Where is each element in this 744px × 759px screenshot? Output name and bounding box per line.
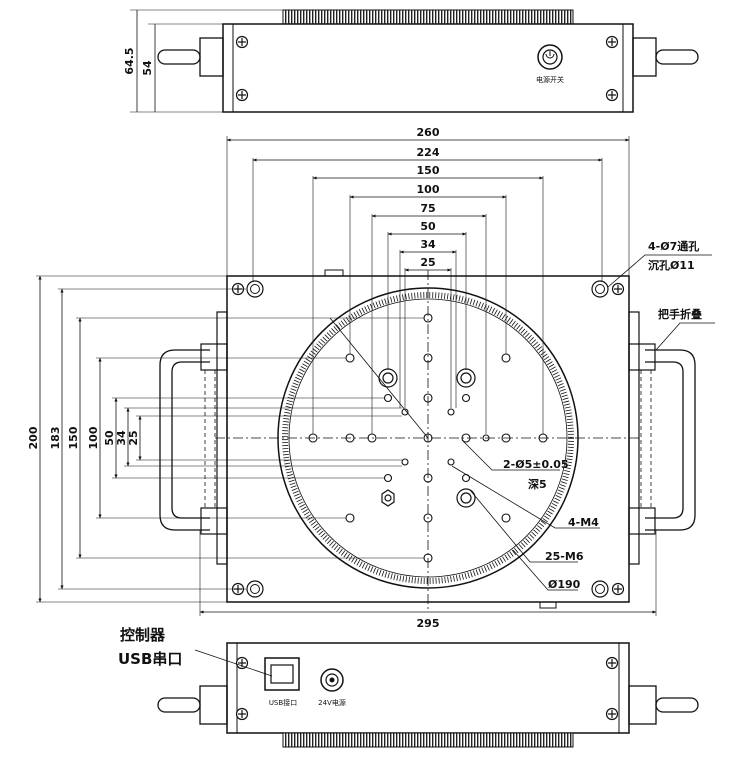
dim-224: 224 [417, 146, 440, 159]
power-port-label: 24V电源 [318, 698, 346, 707]
callout-m4: 4-M4 [568, 516, 599, 529]
dim-25: 25 [127, 430, 140, 445]
dim-295: 295 [417, 617, 440, 630]
dim-54: 54 [141, 60, 154, 76]
controller-label: 控制器 [120, 626, 166, 644]
top-knurl-strip [282, 9, 574, 25]
dim-100: 100 [417, 183, 440, 196]
callout-diameter: Ø190 [548, 578, 581, 591]
power-switch-icon[interactable] [537, 44, 563, 70]
height-dimension-labels: 200 183 150 100 50 34 25 [27, 426, 140, 449]
left-folded-handle [159, 349, 210, 531]
dim-34: 34 [420, 238, 436, 251]
width-dimension-labels: 260 224 150 100 75 50 34 25 [417, 126, 440, 269]
left-handle-bar [157, 49, 201, 65]
screw-icon [605, 35, 619, 49]
callout-m6: 25-M6 [545, 550, 584, 563]
power-switch-label: 电源开关 [536, 75, 564, 84]
dim-64-5: 64.5 [123, 47, 136, 74]
right-folded-handle [645, 349, 696, 531]
right-handle-block [632, 37, 657, 77]
dim-25: 25 [420, 256, 435, 269]
screw-icon [605, 88, 619, 102]
dim-50: 50 [420, 220, 436, 233]
top-view [130, 9, 699, 113]
dim-50: 50 [103, 430, 116, 446]
dim-200: 200 [27, 426, 40, 449]
plan-view [36, 136, 715, 616]
screw-icon [235, 88, 249, 102]
dim-75: 75 [420, 202, 435, 215]
screw-icon [235, 35, 249, 49]
callout-pin-hole: 2-Ø5±0.05 [503, 458, 569, 471]
callout-handle-fold: 把手折叠 [658, 307, 702, 321]
bottom-knurl-strip [282, 732, 574, 748]
usb-serial-label: USB串口 [118, 650, 182, 668]
right-handle-bar [655, 49, 699, 65]
power-jack-icon[interactable] [320, 668, 344, 692]
dim-260: 260 [417, 126, 440, 139]
callout-through-hole: 4-Ø7通孔 [648, 240, 699, 253]
dim-150: 150 [67, 426, 80, 449]
dim-34: 34 [115, 430, 128, 446]
dim-150: 150 [417, 164, 440, 177]
left-handle-block [199, 37, 224, 77]
callout-counterbore: 沉孔Ø11 [648, 258, 695, 272]
dim-100: 100 [87, 426, 100, 449]
dim-183: 183 [49, 427, 62, 450]
bottom-housing [226, 642, 630, 734]
usb-port-label: USB接口 [269, 698, 297, 707]
usb-port-icon[interactable] [264, 657, 300, 691]
top-housing [222, 23, 634, 113]
callout-pin-depth: 深5 [528, 477, 547, 491]
bottom-view [157, 642, 699, 748]
